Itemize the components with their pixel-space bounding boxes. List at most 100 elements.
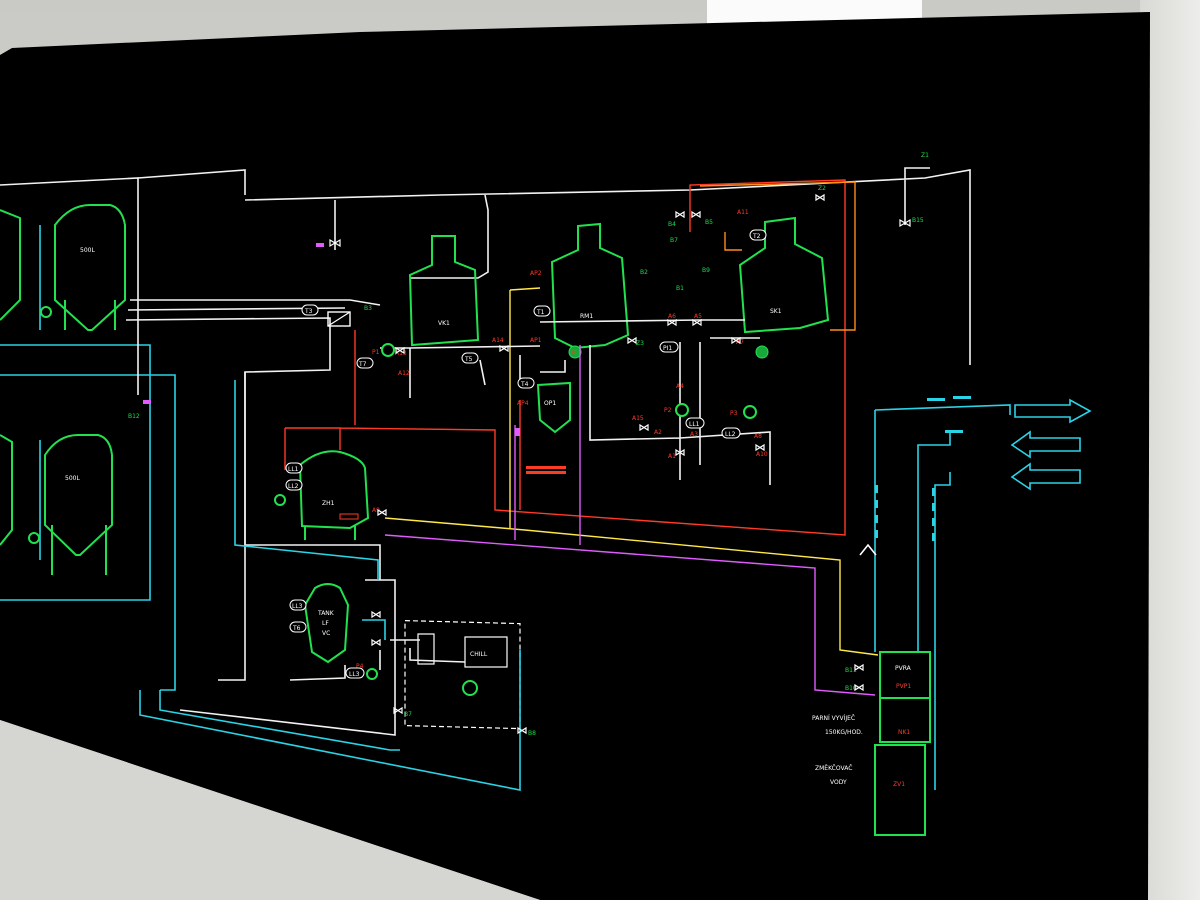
op1-body[interactable] (536, 381, 571, 434)
valve-icon[interactable] (329, 193, 911, 735)
pvp1-label: PVP1 (896, 683, 911, 690)
sensor-tag-t5[interactable]: T5 (461, 352, 479, 364)
fermenter-tank-top-left[interactable] (0, 209, 21, 321)
svg-text:A12: A12 (398, 370, 410, 377)
zv1-label: ZV1 (893, 781, 905, 788)
svg-text:150KG/HOD.: 150KG/HOD. (825, 729, 863, 736)
steam-generator[interactable]: PVRA PVP1 NK1 ZV1 (874, 651, 931, 836)
vessel-rm1[interactable]: RM1 M (550, 222, 630, 359)
sensor-tag-t4[interactable]: T4 (517, 377, 535, 389)
svg-text:Z1: Z1 (921, 152, 929, 159)
nk1-label: NK1 (898, 729, 910, 736)
small-markers (143, 243, 566, 520)
sensor-tag-t1[interactable]: T1 (533, 305, 551, 317)
sensor-tag-pi1[interactable]: PI1 (659, 341, 679, 353)
sensor-tag-lt2[interactable]: LL2 (285, 479, 303, 491)
sensor-tag-lt3[interactable]: LL3 (289, 599, 307, 611)
arrow-left-icon (1010, 430, 1081, 459)
tank-bottom-body[interactable] (303, 583, 350, 664)
vessel-vk1[interactable]: VK1 (408, 235, 480, 347)
monitor-bezel (1140, 0, 1200, 900)
nk1-box[interactable] (879, 697, 931, 743)
softener-note: ZMĚKČOVAČ (815, 764, 852, 772)
tank-bottom-label: TANK (317, 610, 335, 617)
steam-note: PARNÍ VYVÍJEČ (812, 715, 855, 722)
condensate-line (384, 534, 876, 696)
pump-icon[interactable] (462, 680, 478, 696)
sensor-tag-ll3[interactable]: LL3 (345, 667, 365, 679)
tank-label: 500L (80, 247, 95, 254)
tank-label: 500L (65, 475, 80, 482)
pvra-box[interactable] (879, 651, 931, 699)
pump-icon[interactable]: P1 (372, 343, 395, 357)
svg-text:B7: B7 (404, 711, 412, 718)
svg-text:T5: T5 (464, 356, 473, 363)
svg-text:A13: A13 (395, 350, 407, 357)
svg-text:A1: A1 (668, 453, 676, 460)
svg-text:P2: P2 (664, 407, 672, 414)
steam-line (384, 517, 879, 656)
tank-bottom[interactable]: TANK LF VC (303, 583, 350, 664)
chiller-label: CHILL (470, 651, 488, 658)
sensor-tag-t2[interactable]: T2 (749, 229, 767, 241)
svg-text:P1: P1 (372, 349, 380, 356)
svg-text:T4: T4 (520, 381, 529, 388)
svg-text:B11: B11 (845, 667, 857, 674)
vessel-op1[interactable]: OP1 (536, 381, 571, 434)
hot-water-line (285, 179, 846, 536)
sensor-tag-t6[interactable]: T6 (289, 621, 307, 633)
svg-text:B12: B12 (128, 413, 140, 420)
svg-text:B8: B8 (528, 730, 536, 737)
pump-icon[interactable]: P2 (664, 403, 689, 417)
sk1-body[interactable] (738, 216, 830, 334)
pump-icon[interactable]: P4 (356, 663, 378, 680)
svg-text:Z3: Z3 (636, 340, 644, 347)
fermenter-group-top[interactable]: 500L (0, 204, 126, 331)
zh1-body[interactable] (298, 450, 370, 530)
svg-text:Z2: Z2 (818, 185, 826, 192)
motor-tag: M (571, 350, 576, 357)
svg-text:T1: T1 (536, 309, 545, 316)
svg-text:AP4: AP4 (517, 400, 529, 407)
pump-icon[interactable]: P3 (730, 405, 757, 419)
screen-background (0, 12, 1150, 900)
svg-text:A5: A5 (694, 313, 702, 320)
svg-text:T7: T7 (358, 361, 367, 368)
svg-text:A2: A2 (654, 429, 662, 436)
svg-text:B15: B15 (912, 217, 924, 224)
sensor-tag-t3[interactable]: T3 (301, 304, 319, 316)
chiller-unit[interactable]: CHILL (404, 619, 521, 730)
sensor-tag-lt1[interactable]: LL1 (285, 462, 303, 474)
rm1-label: RM1 (580, 313, 593, 320)
sensor-tag-t7[interactable]: T7 (356, 357, 374, 369)
svg-text:AP1: AP1 (530, 337, 542, 344)
fermenter-tank-bottom[interactable] (44, 434, 113, 556)
sensor-tag-ll1[interactable]: LL1 (685, 417, 705, 429)
fermenter-group-bottom[interactable]: 500L (0, 434, 113, 575)
sk1-label: SK1 (770, 308, 782, 315)
vk1-label: VK1 (438, 320, 450, 327)
svg-text:LF: LF (322, 620, 329, 627)
zv1-box[interactable] (874, 744, 926, 836)
pvra-label: PVRA (895, 665, 912, 672)
rm1-body[interactable] (550, 222, 630, 350)
svg-text:P3: P3 (730, 410, 738, 417)
sensor-tag-ll2[interactable]: LL2 (721, 427, 741, 439)
svg-text:LL3: LL3 (349, 671, 360, 678)
fermenter-tank-bottom-left[interactable] (0, 434, 13, 546)
arrow-left-icon (1010, 462, 1081, 491)
fermenter-tank-top[interactable] (54, 204, 126, 331)
svg-text:T6: T6 (292, 625, 301, 632)
vessel-zh1[interactable]: ZH1 (298, 450, 370, 540)
heat-exchanger[interactable] (327, 311, 351, 327)
svg-text:B7: B7 (670, 237, 678, 244)
pump-icon[interactable] (28, 532, 40, 544)
pump-icon[interactable] (274, 494, 286, 506)
arrow-right-icon (1014, 398, 1092, 424)
duct-markers (875, 396, 971, 541)
vk1-body[interactable] (408, 235, 480, 347)
svg-text:B1: B1 (676, 285, 684, 292)
pump-icon[interactable] (40, 306, 52, 318)
vessel-sk1[interactable]: SK1 (738, 216, 830, 359)
